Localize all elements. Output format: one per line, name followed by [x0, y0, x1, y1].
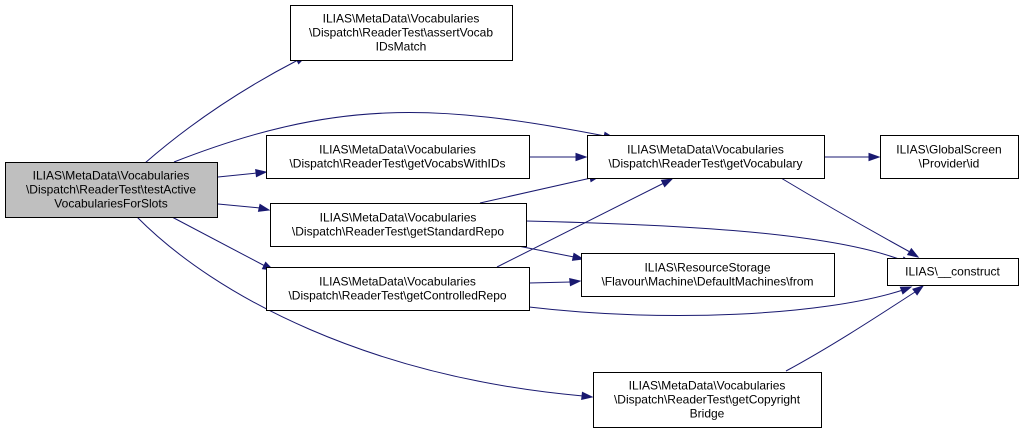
edge-line: [171, 216, 266, 267]
node-box: [587, 135, 825, 179]
node-label-line: \Flavour\Machine\DefaultMachines\from: [601, 275, 813, 289]
node-label-line: \Dispatch\ReaderTest\testActive: [26, 183, 196, 197]
node-label-line: ILIAS\MetaData\Vocabularies: [33, 169, 190, 183]
node-box: [290, 5, 513, 61]
edge-line: [780, 177, 911, 253]
node-label-line: \Dispatch\ReaderTest\getVocabulary: [608, 157, 802, 171]
arrowhead: [581, 391, 594, 401]
node-providerId[interactable]: ILIAS\GlobalScreen\Provider\id: [880, 135, 1019, 179]
edge-line: [496, 182, 665, 268]
edge-line: [479, 177, 592, 204]
arrowhead: [660, 178, 674, 188]
node-box: [5, 162, 218, 218]
edge-line: [785, 291, 916, 372]
node-label-line: VocabulariesForSlots: [54, 197, 167, 211]
node-label-line: ILIAS\ResourceStorage: [644, 261, 770, 275]
node-label-line: ILIAS\GlobalScreen: [896, 143, 1001, 157]
edge-getVocabulary-to-providerId: [824, 152, 881, 162]
node-box: [581, 253, 835, 297]
edge-getControlledRepo-to-defaultMachines: [528, 277, 582, 287]
node-assert[interactable]: ILIAS\MetaData\Vocabularies\Dispatch\Rea…: [290, 5, 513, 61]
edge-line: [517, 245, 575, 258]
node-label-line: ILIAS\MetaData\Vocabularies: [319, 275, 476, 289]
node-label-line: ILIAS\MetaData\Vocabularies: [627, 143, 784, 157]
arrowhead: [571, 252, 585, 261]
edge-root-to-getControlledRepo: [171, 216, 275, 271]
edge-root-to-getVocabsWithIDs: [217, 168, 268, 178]
edges: [136, 55, 925, 401]
arrowhead: [899, 286, 913, 295]
node-getStandardRepo[interactable]: ILIAS\MetaData\Vocabularies\Dispatch\Rea…: [270, 203, 527, 247]
node-root[interactable]: ILIAS\MetaData\Vocabularies\Dispatch\Rea…: [5, 162, 218, 218]
arrowhead: [575, 152, 588, 162]
node-box: [593, 372, 822, 428]
node-construct[interactable]: ILIAS\__construct: [887, 258, 1019, 286]
node-box: [266, 267, 530, 311]
edge-getVocabsWithIDs-to-getVocabulary: [529, 152, 588, 162]
node-box: [880, 135, 1019, 179]
node-label-line: \Provider\id: [919, 157, 980, 171]
node-label-line: \Dispatch\ReaderTest\getStandardRepo: [292, 225, 504, 239]
edge-getControlledRepo-to-construct: [528, 286, 913, 317]
edge-line: [217, 203, 261, 209]
arrowhead: [868, 152, 881, 162]
edge-getControlledRepo-to-getVocabulary: [496, 178, 674, 268]
edge-line: [173, 112, 606, 163]
arrowhead: [257, 203, 271, 212]
arrowhead: [906, 247, 920, 258]
edge-line: [525, 220, 905, 262]
edge-line: [217, 172, 258, 178]
edge-line: [528, 281, 572, 284]
nodes: ILIAS\MetaData\Vocabularies\Dispatch\Rea…: [5, 5, 1019, 428]
node-label-line: ILIAS\MetaData\Vocabularies: [629, 379, 786, 393]
edge-line: [136, 216, 584, 397]
node-getVocabsWithIDs[interactable]: ILIAS\MetaData\Vocabularies\Dispatch\Rea…: [266, 135, 530, 179]
node-getVocabulary[interactable]: ILIAS\MetaData\Vocabularies\Dispatch\Rea…: [587, 135, 825, 179]
node-label-line: Bridge: [690, 407, 725, 421]
arrowhead: [912, 285, 925, 296]
edge-getVocabulary-to-construct: [780, 177, 920, 258]
node-box: [887, 258, 1019, 286]
node-label-line: \Dispatch\ReaderTest\getControlledRepo: [288, 289, 506, 303]
edge-root-to-getCopyright: [136, 216, 594, 401]
node-getControlledRepo[interactable]: ILIAS\MetaData\Vocabularies\Dispatch\Rea…: [266, 267, 530, 311]
arrowhead: [255, 168, 268, 178]
node-box: [266, 135, 530, 179]
node-label-line: ILIAS\MetaData\Vocabularies: [323, 12, 480, 26]
node-defaultMachines[interactable]: ILIAS\ResourceStorage\Flavour\Machine\De…: [581, 253, 835, 297]
edge-root-to-getStandardRepo: [217, 203, 271, 212]
node-label-line: \Dispatch\ReaderTest\getCopyright: [614, 393, 801, 407]
node-label-line: \Dispatch\ReaderTest\assertVocab: [309, 26, 493, 40]
arrowhead: [569, 277, 582, 287]
edge-getCopyright-to-construct: [785, 285, 925, 372]
edge-line: [144, 59, 299, 164]
node-label-line: ILIAS\MetaData\Vocabularies: [320, 211, 477, 225]
node-label-line: \Dispatch\ReaderTest\getVocabsWithIDs: [289, 157, 505, 171]
node-label-line: ILIAS\MetaData\Vocabularies: [319, 143, 476, 157]
node-label-line: IDsMatch: [376, 40, 427, 54]
edge-line: [528, 289, 904, 317]
edge-getStandardRepo-to-defaultMachines: [517, 245, 585, 261]
node-getCopyright[interactable]: ILIAS\MetaData\Vocabularies\Dispatch\Rea…: [593, 372, 822, 428]
node-box: [270, 203, 527, 247]
node-label-line: ILIAS\__construct: [905, 265, 1000, 279]
